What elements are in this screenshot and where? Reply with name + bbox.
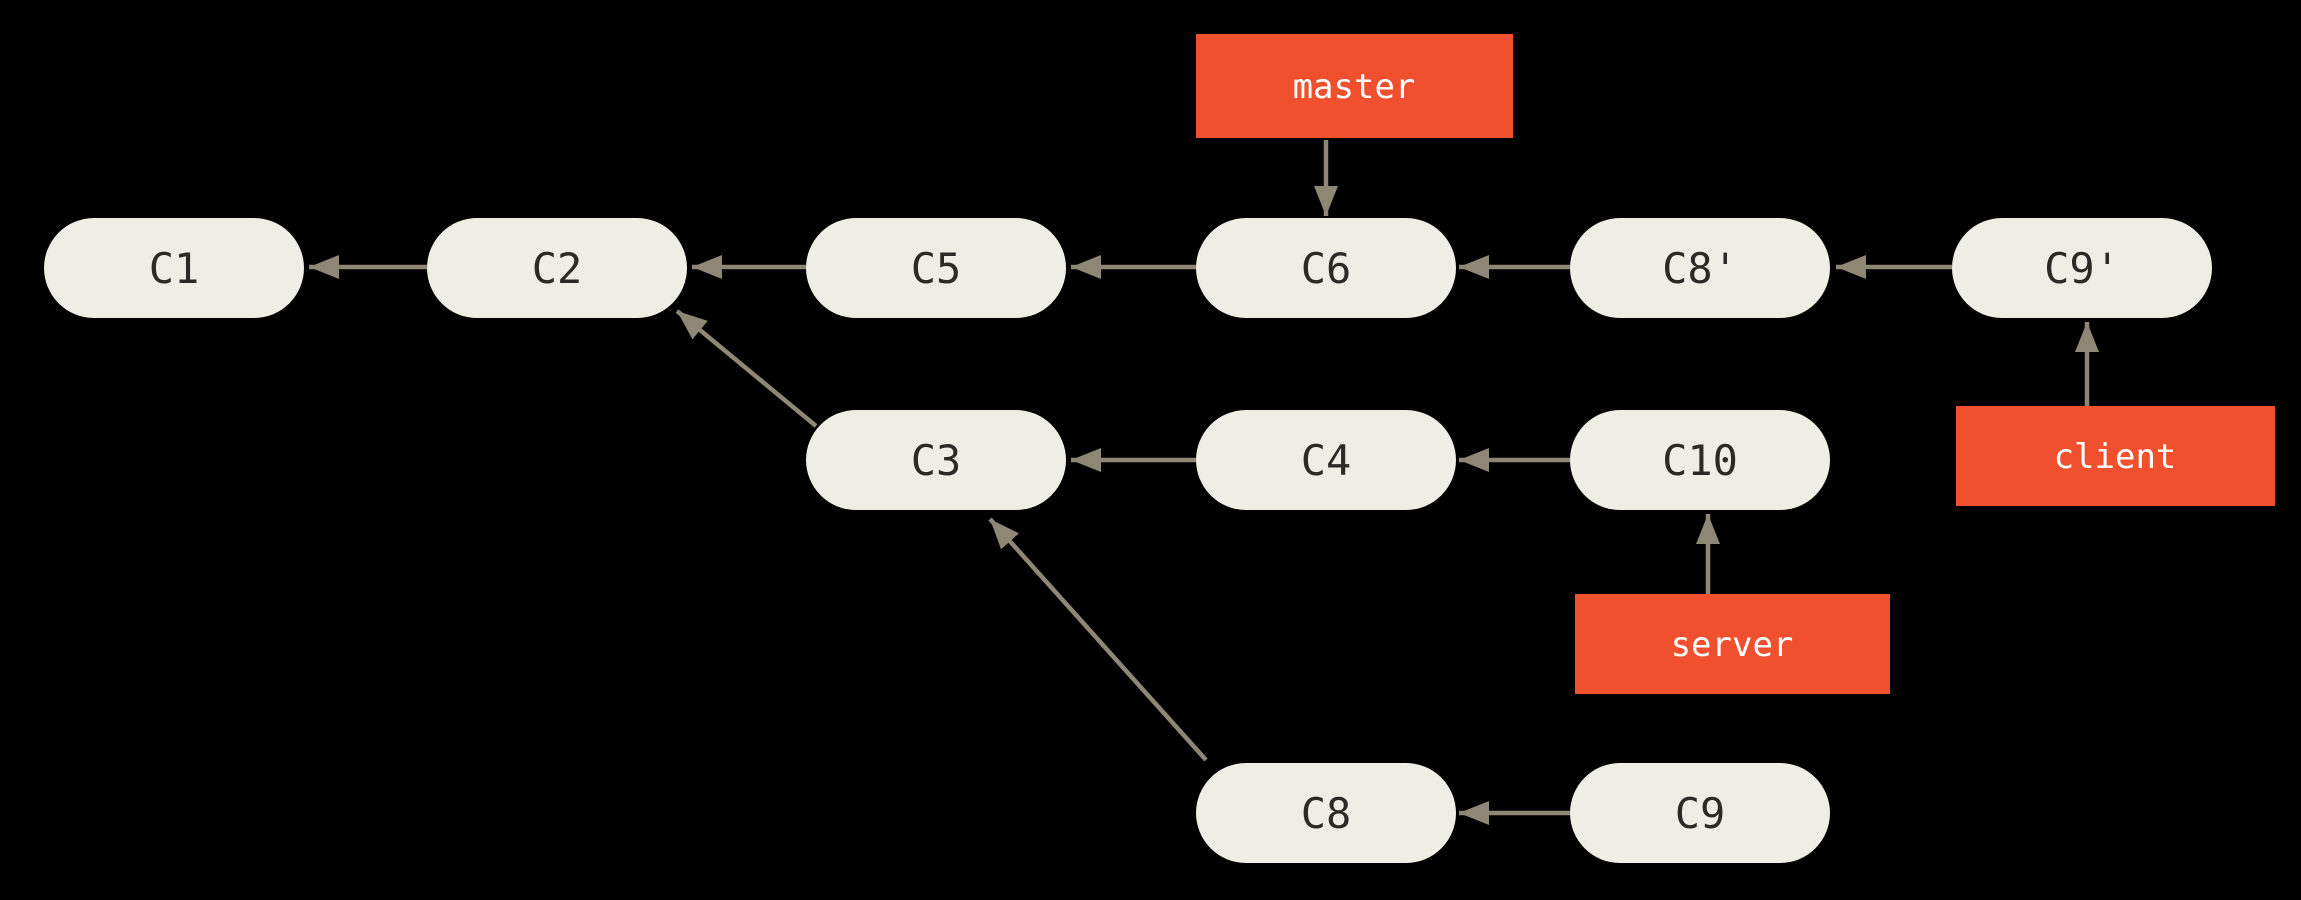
commit-pill-c6 (1196, 218, 1456, 318)
commit-c4: C4 (1196, 410, 1456, 510)
commit-label-c6: C6 (1301, 244, 1352, 293)
commit-pill-c9 (1570, 763, 1830, 863)
branch-label-server: server (1671, 625, 1794, 665)
commit-pill-c5 (806, 218, 1066, 318)
commit-c9-prime: C9' (1952, 218, 2212, 318)
commit-c6: C6 (1196, 218, 1456, 318)
commit-label-c3: C3 (911, 436, 962, 485)
commit-label-c4: C4 (1301, 436, 1352, 485)
commit-c8: C8 (1196, 763, 1456, 863)
commit-c10: C10 (1570, 410, 1830, 510)
commit-label-c8: C8 (1301, 789, 1352, 838)
commit-label-c5: C5 (911, 244, 962, 293)
commit-label-c10: C10 (1662, 436, 1738, 485)
commit-pill-c10 (1570, 410, 1830, 510)
edges (309, 140, 2099, 825)
edge-c3-to-c2 (675, 309, 818, 428)
commit-c9: C9 (1570, 763, 1830, 863)
edge-c8-to-c3 (988, 517, 1208, 762)
commit-pill-c8 (1196, 763, 1456, 863)
commit-c5: C5 (806, 218, 1066, 318)
branch-label-client: client (2054, 437, 2177, 477)
commit-c1: C1 (44, 218, 304, 318)
commit-pill-c3 (806, 410, 1066, 510)
commit-label-c9: C9 (1675, 789, 1726, 838)
commit-pill-c9-prime (1952, 218, 2212, 318)
commit-label-c1: C1 (149, 244, 200, 293)
commit-label-c8-prime: C8' (1662, 244, 1738, 293)
commit-pill-c1 (44, 218, 304, 318)
commit-c3: C3 (806, 410, 1066, 510)
commit-pill-c4 (1196, 410, 1456, 510)
branch-box-master (1196, 34, 1513, 138)
commit-pill-c8-prime (1570, 218, 1830, 318)
branch-client: client (1956, 406, 2275, 506)
branch-box-client (1956, 406, 2275, 506)
branch-label-master: master (1293, 67, 1416, 107)
commit-c8-prime: C8' (1570, 218, 1830, 318)
commit-c2: C2 (427, 218, 687, 318)
branch-server: server (1575, 594, 1890, 694)
branch-master: master (1196, 34, 1513, 138)
branch-box-server (1575, 594, 1890, 694)
commit-pill-c2 (427, 218, 687, 318)
commit-label-c9-prime: C9' (2044, 244, 2120, 293)
commit-label-c2: C2 (532, 244, 583, 293)
